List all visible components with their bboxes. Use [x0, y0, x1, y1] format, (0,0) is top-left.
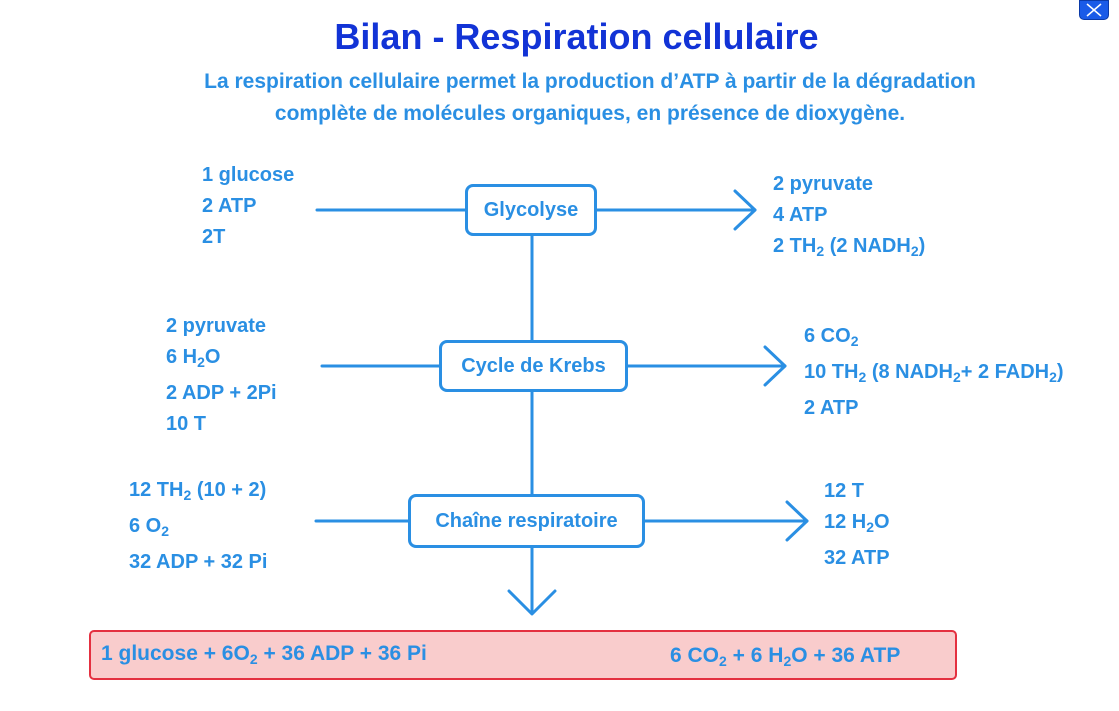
- glycolysis-label: Glycolyse: [483, 198, 579, 221]
- page-subtitle: La respiration cellulaire permet la prod…: [120, 66, 1060, 130]
- chain-input: 6 O2: [129, 515, 170, 539]
- krebs-box: Cycle de Krebs: [439, 340, 628, 392]
- glycolysis-input: 2T: [202, 226, 226, 248]
- glycolysis-output: 4 ATP: [773, 204, 828, 226]
- krebs-input: 2 ADP + 2Pi: [166, 382, 277, 404]
- krebs-arrowhead: [763, 345, 787, 387]
- subtitle-line-1: La respiration cellulaire permet la prod…: [204, 70, 976, 93]
- krebs-input: 6 H2O: [166, 346, 221, 370]
- krebs-input: 2 pyruvate: [166, 315, 267, 337]
- chain-box: Chaîne respiratoire: [408, 494, 645, 548]
- krebs-inputs: 2 pyruvate 6 H2O 2 ADP + 2Pi 10 T: [166, 311, 277, 440]
- summary-reactants: 1 glucose + 6O2 + 36 ADP + 36 Pi: [101, 642, 427, 667]
- chain-input: 32 ADP + 32 Pi: [129, 551, 268, 573]
- glycolysis-box: Glycolyse: [465, 184, 597, 236]
- glycolysis-inputs: 1 glucose 2 ATP 2T: [202, 160, 294, 253]
- chain-label: Chaîne respiratoire: [435, 509, 618, 532]
- page-title: Bilan - Respiration cellulaire: [334, 16, 819, 57]
- chain-output: 12 T: [824, 480, 865, 502]
- subtitle-line-2: complète de molécules organiques, en pré…: [274, 102, 906, 125]
- glycolysis-output: 2 TH2 (2 NADH2): [773, 235, 926, 259]
- chain-arrowhead: [785, 500, 809, 542]
- summary-equation-box: [89, 630, 957, 680]
- krebs-label: Cycle de Krebs: [461, 354, 606, 377]
- chain-output: 32 ATP: [824, 547, 890, 569]
- chain-output: 12 H2O: [824, 511, 890, 535]
- down-arrowhead: [507, 589, 557, 616]
- glycolysis-input: 2 ATP: [202, 195, 257, 217]
- glycolysis-input: 1 glucose: [202, 164, 295, 186]
- summary-products: 6 CO2 + 6 H2O + 36 ATP: [670, 644, 901, 669]
- close-button[interactable]: [1079, 0, 1109, 20]
- krebs-output: 10 TH2 (8 NADH2+ 2 FADH2): [804, 361, 1064, 385]
- krebs-output: 2 ATP: [804, 397, 859, 419]
- chain-outputs: 12 T 12 H2O 32 ATP: [824, 476, 890, 574]
- krebs-outputs: 6 CO2 10 TH2 (8 NADH2+ 2 FADH2) 2 ATP: [804, 321, 1064, 424]
- glycolysis-outputs: 2 pyruvate 4 ATP 2 TH2 (2 NADH2): [773, 169, 925, 267]
- glycolysis-output: 2 pyruvate: [773, 173, 874, 195]
- glycolysis-arrowhead: [733, 189, 757, 231]
- chain-input: 12 TH2 (10 + 2): [129, 479, 267, 503]
- chain-inputs: 12 TH2 (10 + 2) 6 O2 32 ADP + 32 Pi: [129, 475, 267, 578]
- krebs-output: 6 CO2: [804, 325, 859, 349]
- close-icon: [1086, 3, 1102, 17]
- krebs-input: 10 T: [166, 413, 207, 435]
